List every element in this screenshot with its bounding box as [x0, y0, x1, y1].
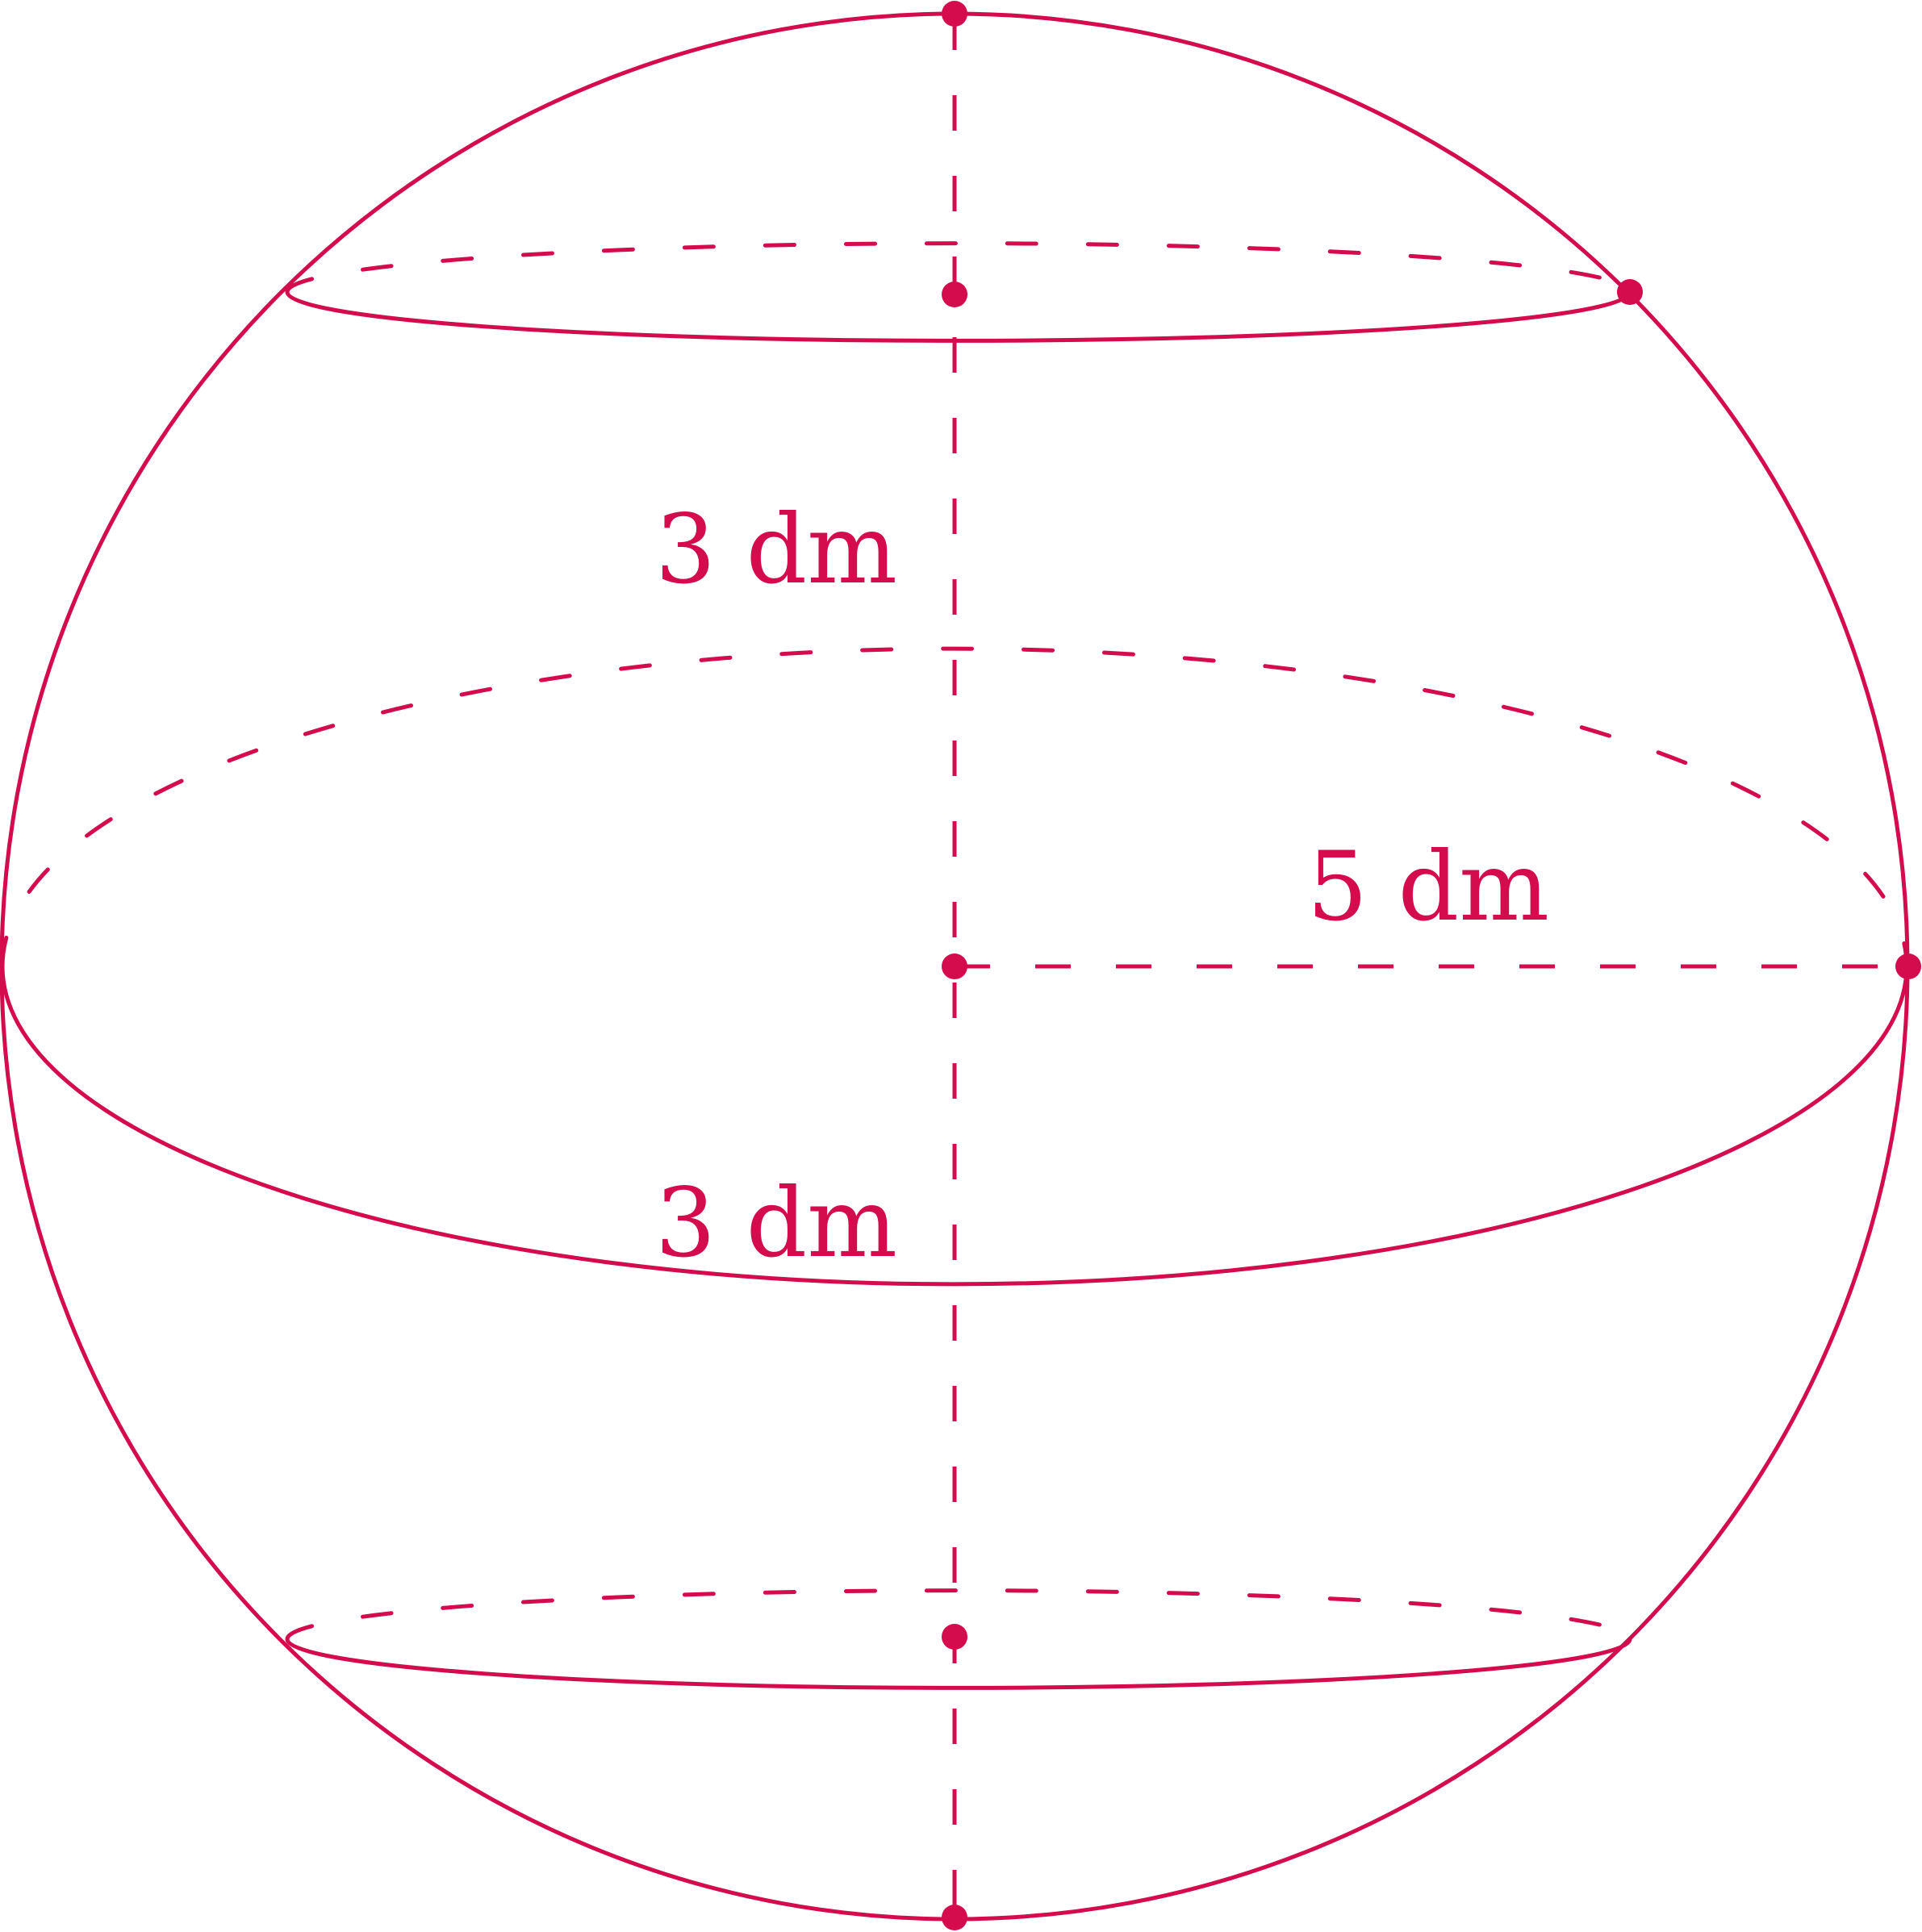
equator-front [0, 964, 1909, 1287]
upper-center-point [942, 282, 967, 307]
upper-section-front [285, 290, 1632, 343]
upper-section-back [285, 241, 1632, 294]
sphere-center-point [942, 953, 967, 979]
lower-section-front [285, 1637, 1632, 1690]
equator-edge-point [1895, 953, 1921, 979]
upper-height-label: 3 dm [655, 494, 897, 605]
lower-center-point [942, 1624, 967, 1650]
upper-edge-point [1617, 279, 1643, 305]
equator-back [0, 646, 1909, 969]
lower-section-back [285, 1588, 1632, 1642]
lower-height-label: 3 dm [655, 1167, 897, 1279]
radius-label: 5 dm [1307, 831, 1549, 942]
north-pole-point [942, 1, 967, 27]
south-pole-point [942, 1905, 967, 1930]
